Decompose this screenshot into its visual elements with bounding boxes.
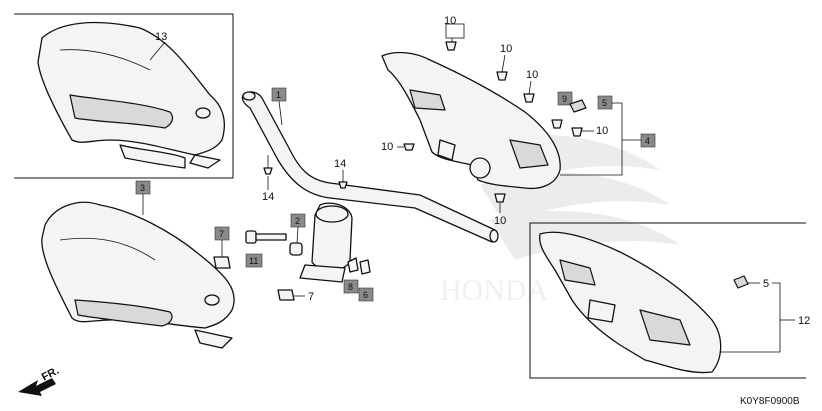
callout-14-b: 14 bbox=[334, 158, 346, 170]
clip-8 bbox=[347, 257, 359, 273]
rear-handle-cover-4 bbox=[381, 51, 561, 190]
badge-9-label: 9 bbox=[562, 94, 567, 104]
badge-9 bbox=[557, 91, 573, 106]
callout-10-d: 10 bbox=[381, 141, 393, 153]
badge-5-top bbox=[597, 95, 613, 110]
badge-7-label: 7 bbox=[219, 229, 224, 239]
badge-6-label: 6 bbox=[363, 290, 368, 300]
badge-11-label: 11 bbox=[249, 256, 258, 266]
callout-5: 5 bbox=[763, 278, 769, 290]
orientation-label: FR. bbox=[40, 365, 61, 384]
badge-3-label: 3 bbox=[140, 183, 145, 193]
watermark-text: HONDA bbox=[440, 274, 549, 307]
callout-13: 13 bbox=[155, 31, 167, 43]
badge-11 bbox=[245, 253, 263, 268]
frame-top-left bbox=[14, 13, 234, 179]
clip-6 bbox=[359, 259, 371, 275]
callout-10-top: 10 bbox=[444, 15, 456, 27]
callout-10-a: 10 bbox=[500, 43, 512, 55]
badge-8-label: 8 bbox=[348, 282, 353, 292]
callout-10-c: 10 bbox=[596, 125, 608, 137]
callout-10-e: 10 bbox=[494, 215, 506, 227]
callout-10-top-box bbox=[445, 23, 465, 39]
callout-7: 7 bbox=[308, 291, 314, 303]
emblem-5-bottom bbox=[733, 275, 749, 289]
badge-2-label: 2 bbox=[295, 216, 300, 226]
badge-4 bbox=[640, 133, 656, 148]
upper-handle-cover-13 bbox=[37, 21, 225, 169]
diagram-code: K0Y8F0900B bbox=[740, 396, 800, 407]
front-arrow-icon bbox=[18, 378, 56, 396]
badge-6 bbox=[358, 287, 374, 302]
clip-nut-7-b bbox=[277, 289, 295, 301]
screw-14-b bbox=[338, 181, 348, 189]
emblem-9 bbox=[569, 99, 587, 113]
collar-part-2 bbox=[289, 242, 303, 256]
bolt-11 bbox=[245, 230, 287, 244]
clip-nut-7-a bbox=[213, 256, 231, 269]
badge-8 bbox=[343, 279, 359, 294]
screws-10 bbox=[403, 41, 583, 203]
badge-4-label: 4 bbox=[645, 136, 650, 146]
callout-14-a: 14 bbox=[262, 191, 274, 203]
screw-14-a bbox=[263, 155, 273, 175]
callout-10-b: 10 bbox=[526, 69, 538, 81]
handlebar-pipe-1 bbox=[241, 91, 499, 283]
callout-12: 12 bbox=[798, 315, 810, 327]
inner-cover-12 bbox=[539, 231, 722, 374]
badge-1-label: 1 bbox=[276, 90, 281, 100]
badge-5-top-label: 5 bbox=[602, 98, 607, 108]
frame-bottom-right bbox=[529, 222, 806, 379]
lower-handle-cover-3 bbox=[41, 201, 235, 349]
